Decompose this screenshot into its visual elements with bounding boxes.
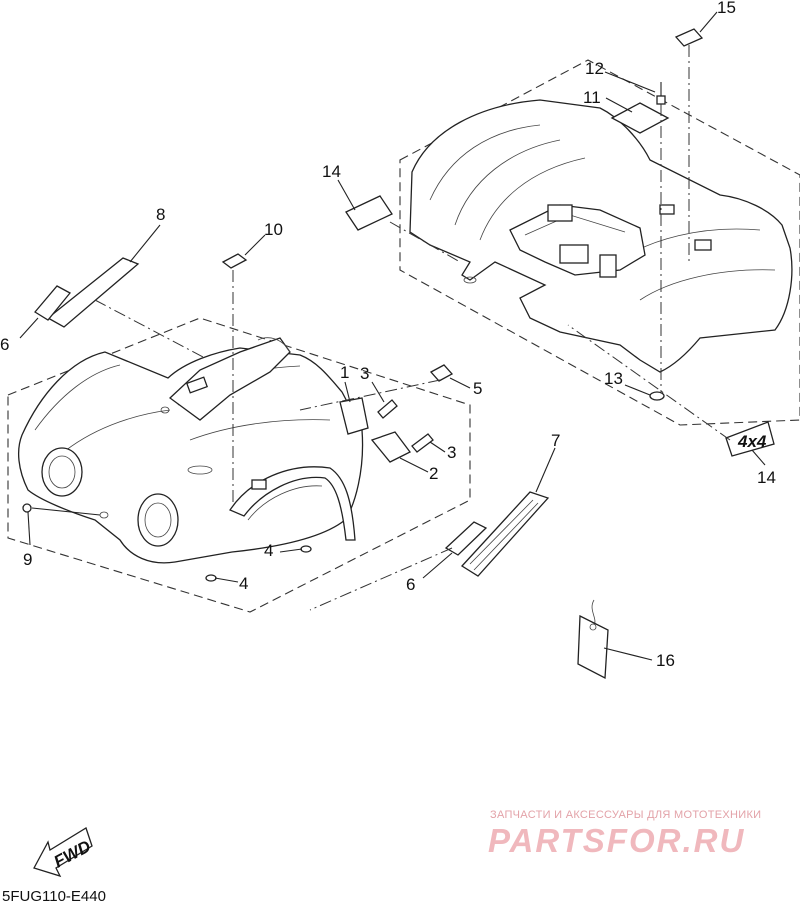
callout-10: 10 bbox=[264, 220, 283, 239]
callout-6-lower: 6 bbox=[406, 575, 415, 594]
callout-3-upper: 3 bbox=[360, 364, 369, 383]
decal-6-upper bbox=[34, 285, 72, 321]
callout-4-lower: 4 bbox=[239, 574, 248, 593]
rear-assembly-boundary bbox=[399, 59, 800, 426]
label-14-upper bbox=[345, 195, 393, 231]
callout-1: 1 bbox=[340, 363, 349, 382]
callout-6-upper: 6 bbox=[0, 335, 9, 354]
badge-4x4-text: 4x4 bbox=[737, 432, 767, 451]
side-decal-7 bbox=[460, 491, 550, 577]
callout-8: 8 bbox=[156, 205, 165, 224]
decal-8 bbox=[46, 257, 140, 328]
label-5 bbox=[429, 364, 454, 382]
callout-12: 12 bbox=[585, 59, 604, 78]
cap-nut-lower bbox=[205, 574, 217, 582]
callout-15: 15 bbox=[717, 0, 736, 17]
callout-2: 2 bbox=[429, 464, 438, 483]
plug-grommet bbox=[22, 503, 32, 513]
leader-lines bbox=[19, 11, 766, 661]
callout-14-lower: 14 bbox=[757, 468, 776, 487]
label-10 bbox=[221, 253, 248, 269]
bolt-upper bbox=[377, 399, 398, 419]
callout-5: 5 bbox=[473, 379, 482, 398]
bolt-lower bbox=[411, 433, 434, 453]
watermark-brand: PARTSFOR.RU bbox=[488, 822, 746, 859]
callout-3-lower: 3 bbox=[447, 443, 456, 462]
front-reflector-plate-2 bbox=[370, 431, 411, 463]
callout-7: 7 bbox=[551, 431, 560, 450]
diagram-code: 5FUG110-E440 bbox=[2, 888, 106, 905]
front-reflector-plate-1 bbox=[339, 397, 369, 435]
label-15 bbox=[674, 28, 704, 47]
left-headlight bbox=[41, 447, 83, 497]
front-fender-group bbox=[7, 317, 471, 613]
badge-4x4: 4x4 bbox=[725, 421, 775, 457]
warning-tag-16 bbox=[577, 599, 609, 680]
front-assembly-boundary bbox=[7, 317, 471, 613]
callout-4-right: 4 bbox=[264, 541, 273, 560]
right-headlight bbox=[137, 493, 179, 547]
callout-11: 11 bbox=[583, 88, 601, 107]
callout-14-upper: 14 bbox=[322, 162, 341, 181]
callout-13: 13 bbox=[604, 369, 623, 388]
callout-9: 9 bbox=[23, 550, 32, 569]
decal-6-lower bbox=[444, 521, 488, 556]
rear-fender-group bbox=[399, 59, 800, 426]
callout-16: 16 bbox=[656, 651, 675, 670]
watermark-tagline: ЗАПЧАСТИ И АКСЕССУАРЫ ДЛЯ МОТОТЕХНИКИ bbox=[490, 809, 762, 821]
rear-mount-plate bbox=[610, 102, 670, 134]
rear-bolt bbox=[656, 95, 666, 105]
rear-grommet bbox=[649, 391, 665, 401]
callouts: 8 10 6 1 3 5 3 2 4 4 9 6 7 16 12 11 15 1… bbox=[0, 0, 776, 670]
cap-nut-upper bbox=[300, 545, 312, 553]
fwd-direction-arrow: FWD bbox=[33, 827, 94, 878]
